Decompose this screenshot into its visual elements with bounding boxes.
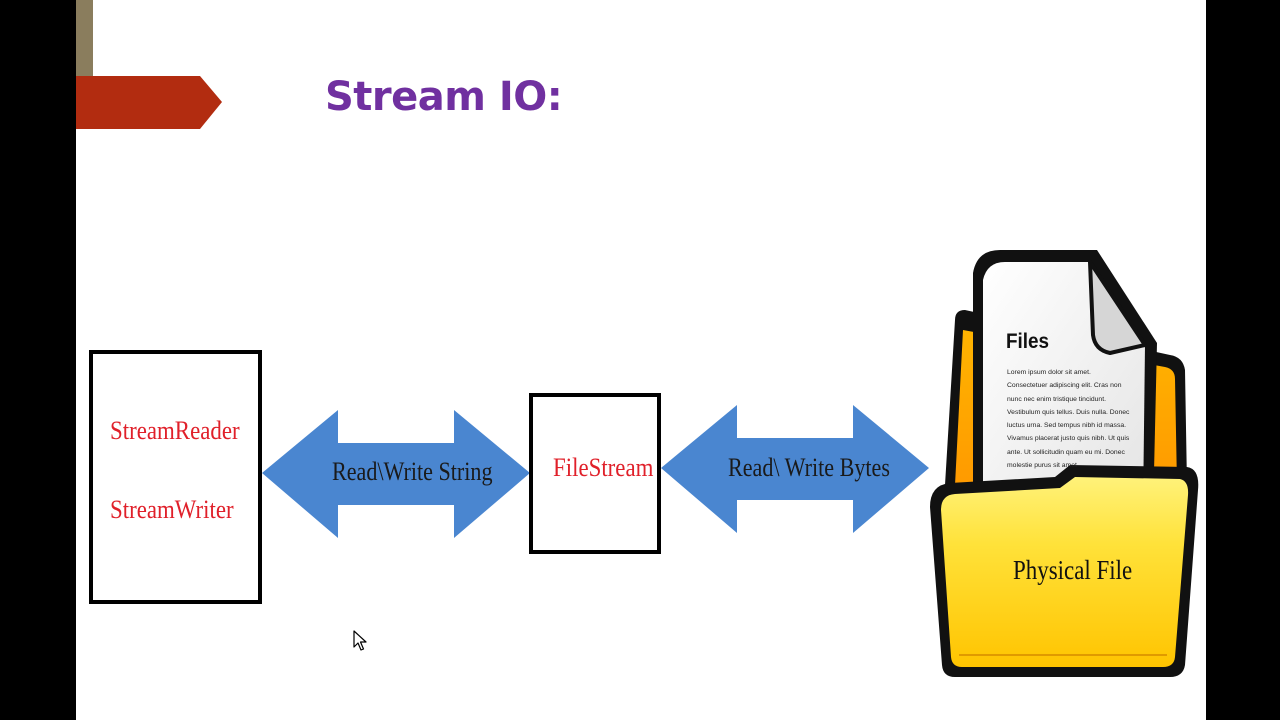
read-write-bytes-arrow xyxy=(661,405,929,533)
title-accent-bar xyxy=(76,76,222,129)
files-doc-body: Lorem ipsum dolor sit amet. Consectetuer… xyxy=(1007,369,1130,470)
stream-reader-label: StreamReader xyxy=(110,416,240,445)
read-write-string-label: Read\Write String xyxy=(332,457,493,486)
files-doc-title: Files xyxy=(1006,330,1050,353)
stream-writer-label: StreamWriter xyxy=(110,495,234,524)
stream-reader-writer-box xyxy=(89,350,262,604)
slide-title: Stream IO: xyxy=(325,74,563,120)
read-write-string-arrow xyxy=(262,410,530,538)
physical-file-label: Physical File xyxy=(1013,555,1133,585)
mouse-pointer-icon xyxy=(353,630,367,651)
read-write-bytes-label: Read\ Write Bytes xyxy=(728,453,890,482)
filestream-box xyxy=(529,393,661,554)
left-decor-strip xyxy=(76,0,93,76)
filestream-label: FileStream xyxy=(553,453,654,482)
physical-file-folder-icon xyxy=(930,250,1199,677)
